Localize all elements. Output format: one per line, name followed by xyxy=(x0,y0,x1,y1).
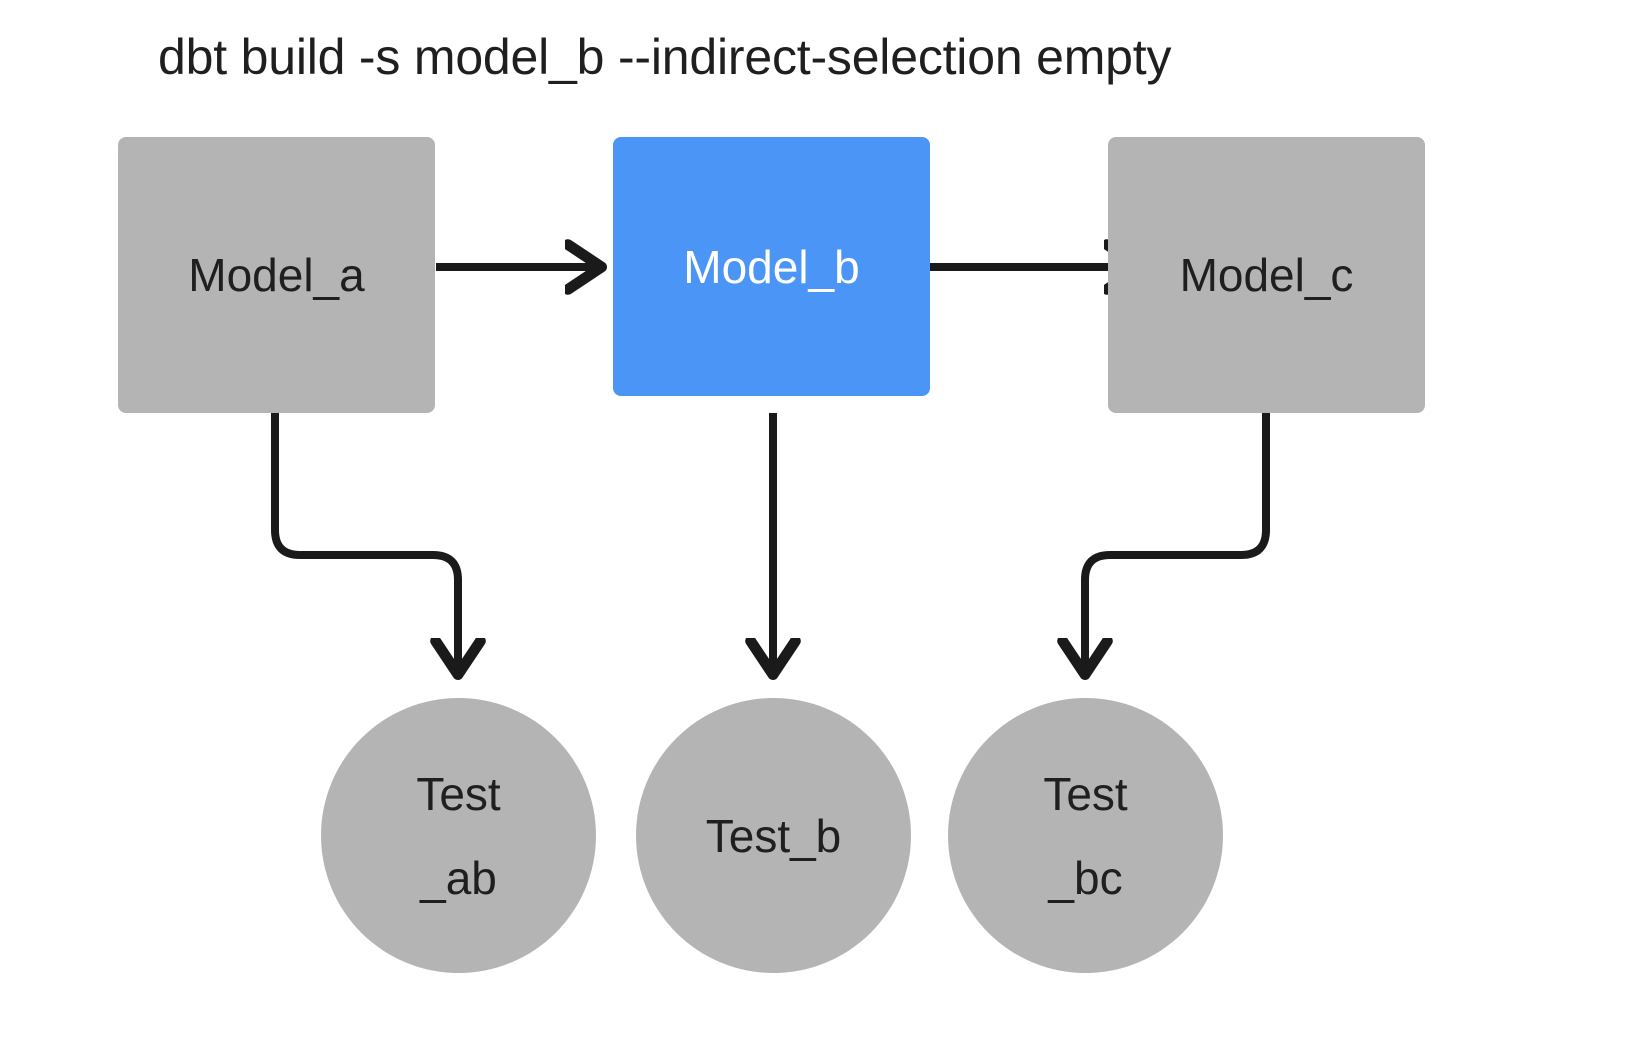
node-model-b[interactable]: Model_b xyxy=(613,137,930,396)
node-model-c[interactable]: Model_c xyxy=(1108,137,1425,413)
edge-model-c-to-test-bc xyxy=(1085,413,1270,673)
node-model-c-label: Model_c xyxy=(1179,249,1354,301)
node-test-ab-label-line2: _ab xyxy=(420,851,497,904)
node-model-a-label: Model_a xyxy=(188,249,365,301)
diagram-title: dbt build -s model_b --indirect-selectio… xyxy=(158,29,1172,85)
node-model-b-label: Model_b xyxy=(683,240,860,293)
node-test-b-label: Test_b xyxy=(706,794,842,878)
node-test-bc-label-line2: _bc xyxy=(1048,851,1123,904)
node-test-ab-label: Test _ab xyxy=(416,752,500,920)
node-model-a[interactable]: Model_a xyxy=(118,137,435,413)
node-test-bc-label: Test _bc xyxy=(1043,752,1127,920)
node-test-b[interactable]: Test_b xyxy=(636,698,911,973)
node-test-ab[interactable]: Test _ab xyxy=(321,698,596,973)
node-test-bc[interactable]: Test _bc xyxy=(948,698,1223,973)
node-test-bc-label-line1: Test xyxy=(1043,767,1128,820)
node-test-b-label-line1: Test_b xyxy=(705,809,842,862)
node-test-ab-label-line1: Test xyxy=(416,767,501,820)
edge-model-a-to-test-ab xyxy=(271,413,458,673)
